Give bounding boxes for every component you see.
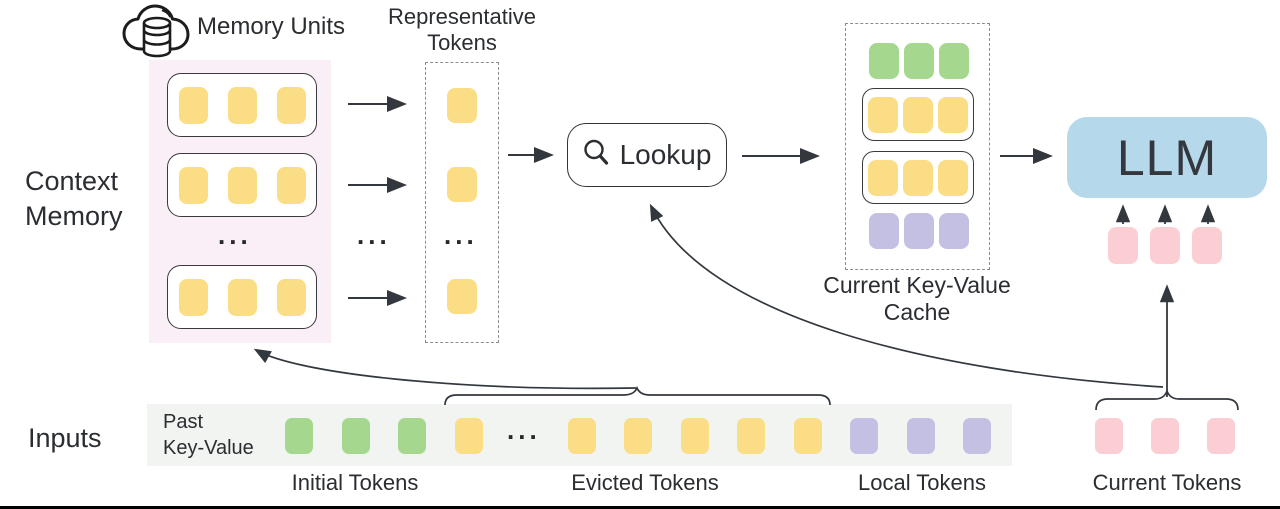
memory-token	[276, 278, 306, 316]
representative-token	[447, 167, 477, 202]
inputs-label: Inputs	[28, 423, 102, 453]
initial-token	[285, 418, 313, 454]
evicted-token	[681, 418, 709, 454]
initial-token	[342, 418, 370, 454]
cache-evicted-token	[938, 96, 968, 133]
evicted-token	[737, 418, 765, 454]
llm-label: LLM	[1116, 129, 1218, 186]
between-ellipsis: ...	[357, 220, 391, 250]
cache-evicted-row	[862, 151, 974, 204]
representative-ellipsis: ...	[444, 220, 478, 250]
past-kv-strip: ...	[147, 404, 1012, 466]
initial-tokens-label: Initial Tokens	[291, 470, 419, 495]
evicted-token	[455, 418, 483, 454]
memory-unit-row	[167, 153, 317, 217]
cache-evicted-token	[903, 96, 933, 133]
memory-unit-row	[167, 73, 317, 137]
memory-token	[178, 86, 208, 124]
lookup-box: Lookup	[567, 123, 727, 187]
llm-input-token	[1192, 227, 1222, 264]
current-kv-cache-box	[845, 23, 990, 270]
cache-evicted-token	[903, 159, 933, 196]
evicted-token	[624, 418, 652, 454]
cache-evicted-token	[938, 159, 968, 196]
memory-token	[276, 86, 306, 124]
initial-token	[398, 418, 426, 454]
current-tokens-brace	[1095, 388, 1239, 411]
local-tokens-label: Local Tokens	[857, 470, 986, 495]
cache-initial-token	[938, 43, 969, 79]
search-icon	[583, 139, 610, 171]
current-kv-cache-label: Current Key-Value Cache	[797, 272, 1037, 326]
evicted-token	[568, 418, 596, 454]
representative-label-line2: Tokens	[427, 30, 497, 55]
curve-evicted-to-memory	[253, 348, 637, 390]
past-kv-line1: Past	[163, 411, 204, 433]
memory-units-label: Memory Units	[197, 13, 346, 40]
cache-local-token	[868, 213, 899, 249]
evicted-tokens-brace	[444, 385, 831, 406]
memory-token	[276, 166, 306, 204]
cache-label-line1: Current Key-Value	[823, 272, 1011, 298]
cache-evicted-token	[868, 96, 898, 133]
cache-evicted-row	[862, 88, 974, 141]
memory-token	[227, 166, 257, 204]
memory-token	[227, 278, 257, 316]
llm-box: LLM	[1067, 117, 1267, 198]
cache-initial-token	[868, 43, 899, 79]
past-kv-label: Past Key-Value	[163, 409, 254, 461]
context-memory-line1: Context	[25, 166, 119, 196]
local-token	[850, 418, 878, 454]
evicted-tokens-label: Evicted Tokens	[571, 470, 719, 495]
memory-token	[227, 86, 257, 124]
cache-evicted-token	[868, 159, 898, 196]
cache-initial-token	[903, 43, 934, 79]
current-token	[1095, 418, 1123, 454]
current-tokens-group	[1095, 418, 1235, 454]
cloud-database-icon	[120, 2, 192, 60]
memory-unit-row	[167, 265, 317, 329]
strip-ellipsis: ...	[507, 415, 541, 445]
lookup-label: Lookup	[619, 139, 712, 170]
memory-token	[178, 278, 208, 316]
context-memory-label: Context Memory	[25, 164, 123, 234]
current-token	[1207, 418, 1235, 454]
representative-token	[447, 88, 477, 123]
llm-input-token	[1108, 227, 1138, 264]
llm-input-tokens	[1108, 227, 1222, 264]
evicted-token	[794, 418, 822, 454]
representative-tokens-box	[425, 62, 499, 343]
current-tokens-label: Current Tokens	[1092, 470, 1242, 495]
cache-label-line2: Cache	[883, 299, 951, 325]
memory-token	[178, 166, 208, 204]
context-memory-box	[149, 60, 331, 343]
local-token	[963, 418, 991, 454]
current-token	[1151, 418, 1179, 454]
memory-ellipsis: ...	[218, 220, 252, 250]
figure-bottom-rule	[0, 506, 1280, 509]
representative-token	[447, 279, 477, 314]
cache-initial-row	[846, 43, 991, 79]
past-kv-line2: Key-Value	[163, 437, 254, 459]
representative-tokens-label: Representative Tokens	[372, 4, 552, 56]
context-memory-line2: Memory	[25, 201, 123, 231]
cache-local-token	[938, 213, 969, 249]
llm-input-token	[1150, 227, 1180, 264]
cache-local-row	[846, 213, 991, 249]
local-token	[907, 418, 935, 454]
representative-label-line1: Representative	[388, 4, 536, 29]
cache-local-token	[903, 213, 934, 249]
